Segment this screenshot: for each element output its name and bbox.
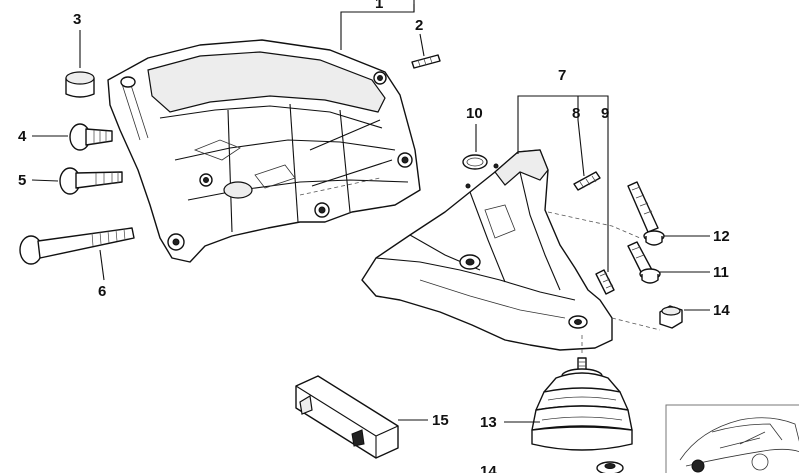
callout-labels: 1 2 3 4 5 6 7 8 9 10 11 12 13 14 14 15 — [18, 0, 730, 473]
pin-part-2[interactable] — [411, 54, 441, 69]
bolt-part-12[interactable] — [627, 181, 665, 246]
callout-3: 3 — [73, 11, 81, 28]
callout-8: 8 — [572, 105, 580, 122]
engine-mount-part-13[interactable] — [531, 357, 633, 451]
callout-12: 12 — [713, 228, 730, 245]
vehicle-location-thumbnail[interactable] — [665, 404, 799, 473]
callout-14-lower: 14 — [480, 463, 497, 473]
pin-part-9[interactable] — [595, 269, 615, 295]
callout-2: 2 — [415, 17, 423, 34]
guide-line — [611, 317, 661, 331]
o-ring-part-10[interactable] — [462, 154, 488, 170]
callout-1: 1 — [375, 0, 383, 12]
sleeve-part-3[interactable] — [65, 71, 95, 98]
callout-15: 15 — [432, 412, 449, 429]
bolt-part-11[interactable] — [627, 241, 661, 284]
leader-lines — [31, 0, 710, 423]
stop-buffer-part-15[interactable] — [295, 375, 399, 459]
callout-4: 4 — [18, 128, 27, 145]
callout-6: 6 — [98, 283, 106, 300]
callout-10: 10 — [466, 105, 483, 122]
bolt-part-6[interactable] — [19, 227, 135, 265]
callout-13: 13 — [480, 414, 497, 431]
callout-9: 9 — [601, 105, 609, 122]
callout-5: 5 — [18, 172, 26, 189]
callout-14-upper: 14 — [713, 302, 730, 319]
bolt-part-4[interactable] — [69, 123, 113, 151]
callout-7: 7 — [558, 67, 566, 84]
callout-11: 11 — [713, 264, 729, 281]
bolt-part-5[interactable] — [59, 167, 123, 195]
engine-support-part-7[interactable] — [361, 149, 613, 351]
nut-part-14-upper[interactable] — [659, 305, 683, 329]
pin-part-8[interactable] — [573, 171, 601, 191]
engine-bracket-part-1[interactable] — [107, 39, 421, 263]
nut-part-14-lower[interactable] — [596, 461, 624, 473]
guide-line — [547, 211, 641, 239]
